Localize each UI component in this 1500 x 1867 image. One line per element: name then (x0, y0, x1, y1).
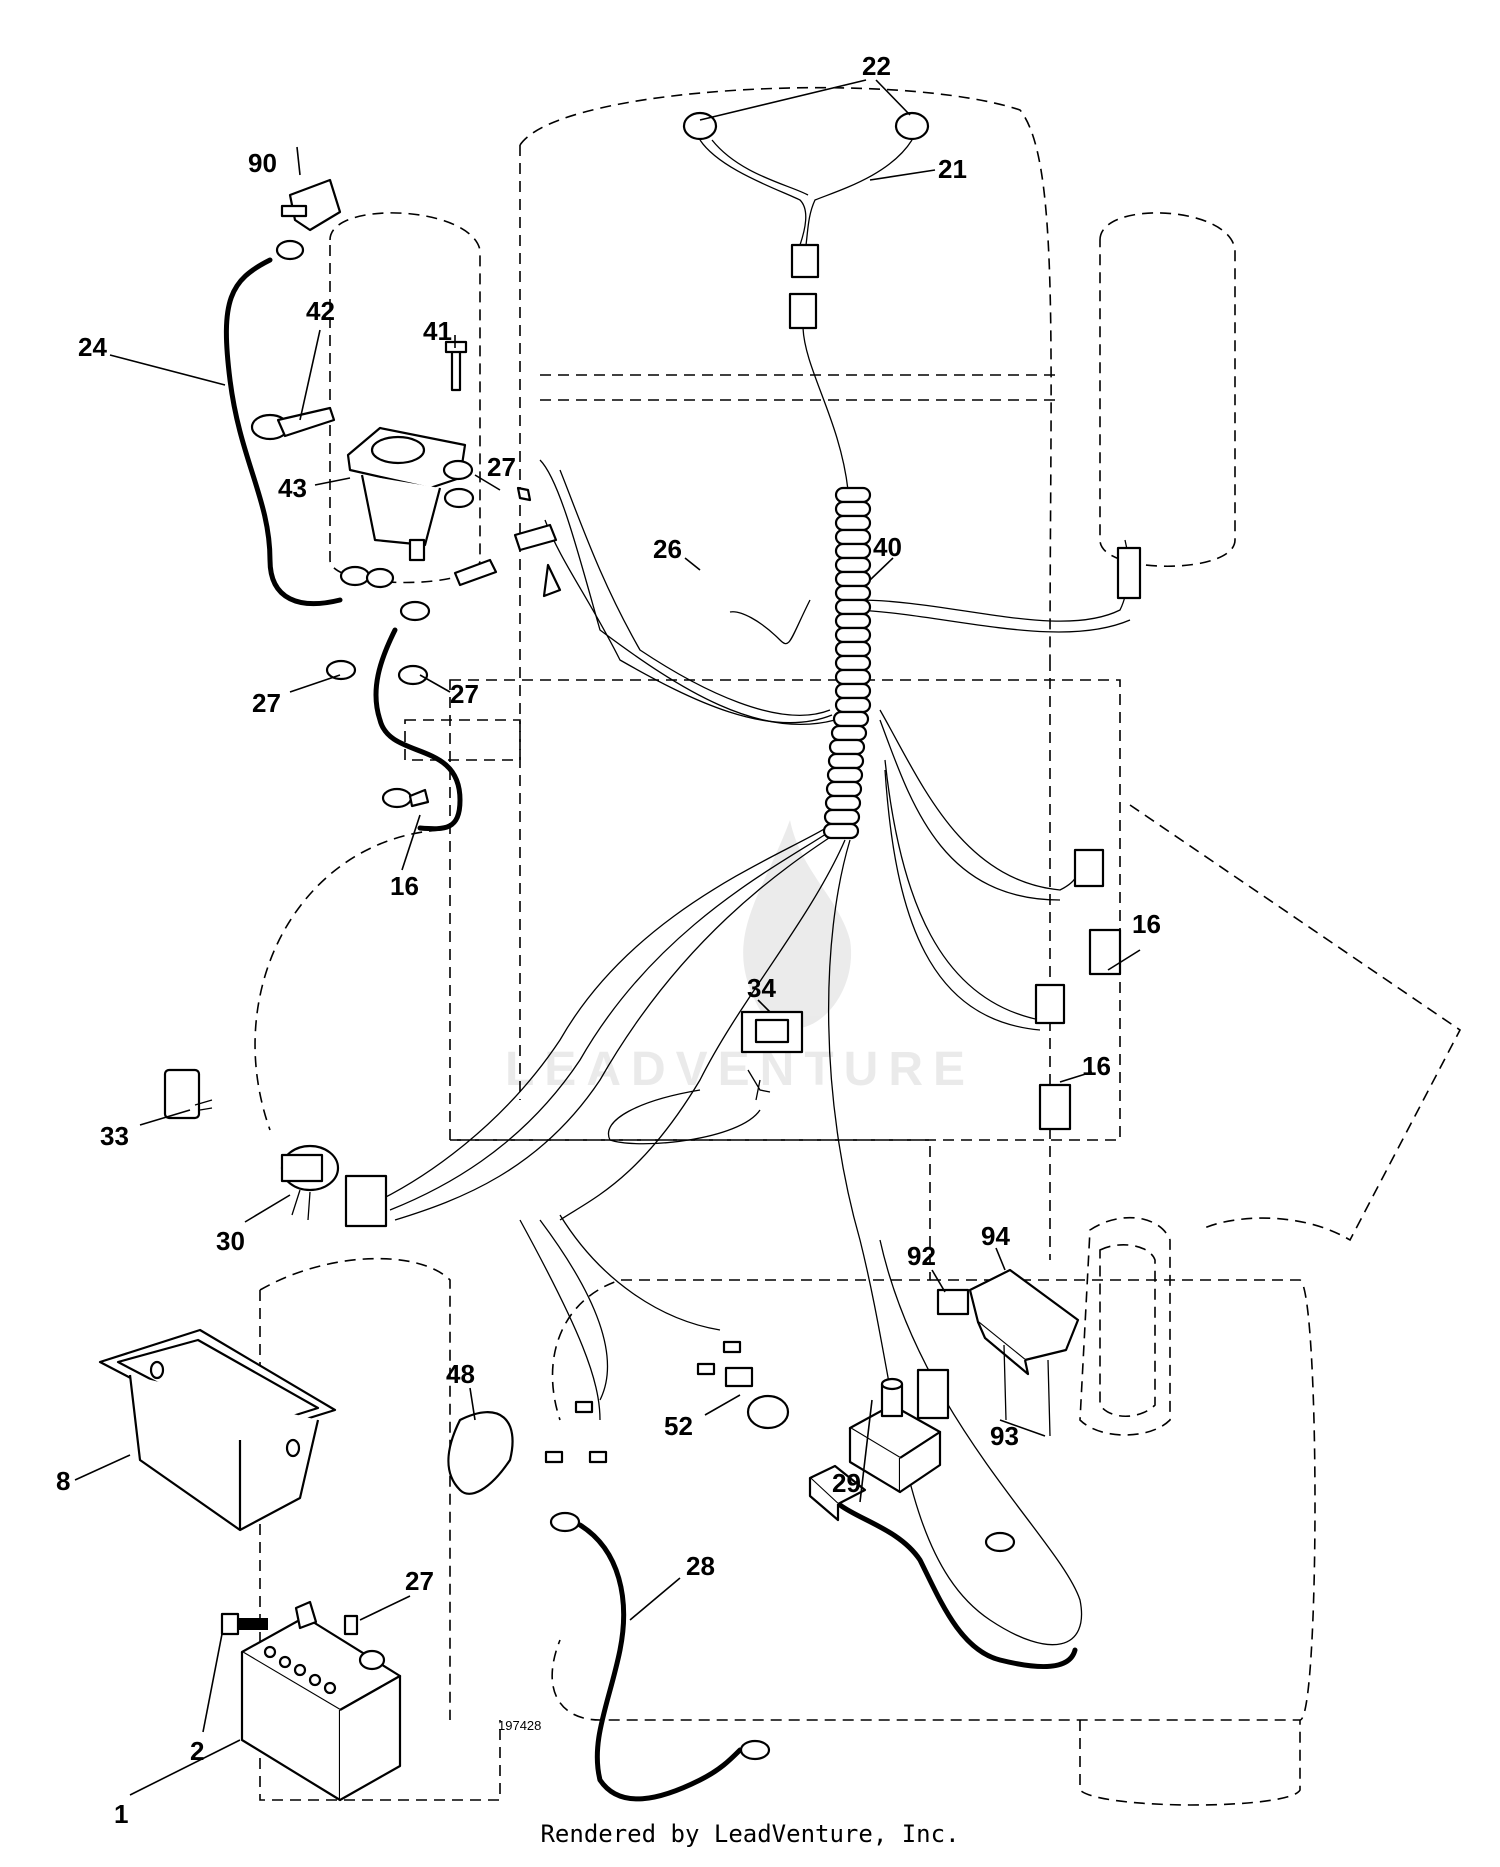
watermark: LEADVENTURE (505, 820, 975, 1096)
battery-cable-black (549, 1511, 771, 1802)
headlight-connector (790, 243, 820, 279)
callout-26: 26 (653, 534, 682, 564)
callout-92: 92 (907, 1241, 936, 1271)
tractor-outline (254, 86, 1462, 1806)
headlight-left (682, 111, 718, 141)
callout-25: 16 (390, 871, 419, 901)
callout-labels: 22 21 90 24 42 41 43 27 26 40 27 27 16 1… (56, 51, 1161, 1829)
callout-27-left: 27 (252, 688, 281, 718)
headlight-right (894, 111, 930, 141)
render-credit: Rendered by LeadVenture, Inc. (540, 1820, 960, 1848)
callout-33: 33 (100, 1121, 129, 1151)
callout-41: 41 (423, 316, 452, 346)
control-module (916, 1268, 1080, 1437)
callout-21: 21 (938, 154, 967, 184)
callout-28: 28 (686, 1551, 715, 1581)
callout-48: 48 (446, 1359, 475, 1389)
callout-24: 24 (78, 332, 107, 362)
callout-34: 34 (747, 973, 776, 1003)
drawing-number: 197428 (498, 1718, 542, 1733)
harness-connector-top (788, 292, 818, 330)
watermark-text: LEADVENTURE (505, 1043, 975, 1096)
callout-94: 94 (981, 1221, 1010, 1251)
leader-lines (74, 79, 1141, 1796)
seat-switch-connectors (1034, 848, 1122, 1131)
callout-16-bottom: 16 (1082, 1051, 1111, 1081)
callout-27-top: 27 (487, 452, 516, 482)
harness-connector-right (1116, 546, 1142, 600)
battery-cable-red (223, 178, 395, 607)
callout-93: 93 (990, 1421, 1019, 1451)
callout-30: 30 (216, 1226, 245, 1256)
ignition-switch (280, 1144, 388, 1228)
wire-terminals (447, 1340, 790, 1495)
callout-22: 22 (862, 51, 891, 81)
ignition-key (163, 1068, 213, 1120)
callout-43: 43 (278, 473, 307, 503)
callout-16-top: 16 (1132, 909, 1161, 939)
ground-cable (373, 627, 463, 832)
battery (220, 1600, 402, 1802)
callout-2: 2 (190, 1736, 204, 1766)
callout-90: 90 (248, 148, 277, 178)
rocker-switch (740, 1010, 804, 1101)
callout-8: 8 (56, 1466, 70, 1496)
pto-switch (808, 1377, 1078, 1670)
callout-40: 40 (873, 532, 902, 562)
callout-29: 29 (832, 1468, 861, 1498)
headlight-assembly (682, 111, 930, 330)
callout-42: 42 (306, 296, 335, 326)
callout-27-mid: 27 (450, 679, 479, 709)
callout-27-bottom: 27 (405, 1566, 434, 1596)
callout-1: 1 (114, 1799, 128, 1829)
harness-loom (822, 486, 872, 840)
callout-52: 52 (664, 1411, 693, 1441)
starter-solenoid (250, 340, 562, 686)
battery-box (98, 1328, 337, 1532)
